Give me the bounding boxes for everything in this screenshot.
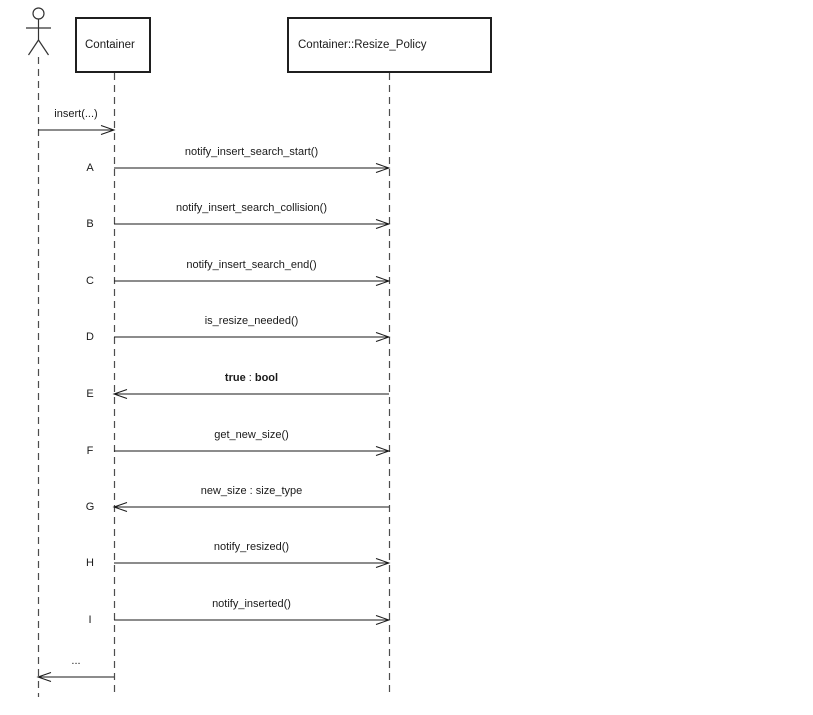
right-arrow <box>114 615 391 625</box>
object-label: Container::Resize_Policy <box>298 39 427 51</box>
message-a: notify_insert_search_start() <box>114 146 391 174</box>
left-arrow <box>112 389 389 399</box>
sequence-letter-d: D <box>86 331 94 343</box>
sequence-letter-g: G <box>85 501 95 513</box>
message-label: notify_resized() <box>213 541 290 553</box>
message-c: notify_insert_search_end() <box>114 259 391 287</box>
type-separator: : <box>245 372 255 384</box>
message-label: ... <box>71 655 81 667</box>
message-e: true : bool <box>112 372 389 400</box>
message-label: insert(...) <box>54 108 98 120</box>
message-label: notify_insert_search_end() <box>186 259 317 271</box>
return-value: true <box>224 372 246 384</box>
message-label: new_size : size_type <box>200 485 303 497</box>
sequence-letter-b: B <box>86 218 94 230</box>
sequence-letter-h: H <box>86 557 94 569</box>
message-label: notify_insert_search_start() <box>184 146 319 158</box>
message-d: is_resize_needed() <box>114 315 391 343</box>
sequence-letter-e: E <box>86 388 94 400</box>
message-insert: insert(...) <box>38 108 116 136</box>
message-label: notify_insert_search_collision() <box>175 202 327 214</box>
message-label: get_new_size() <box>214 429 289 441</box>
right-arrow <box>114 332 391 342</box>
message-label: true : bool <box>114 372 389 385</box>
sequence-letter-f: F <box>86 445 94 457</box>
right-arrow <box>114 219 391 229</box>
right-arrow <box>114 276 391 286</box>
sequence-letter-c: C <box>86 275 94 287</box>
left-arrow <box>36 672 114 682</box>
right-arrow <box>38 125 116 135</box>
message-f: get_new_size() <box>114 429 391 457</box>
return-type: bool <box>254 372 279 384</box>
stick-figure-icon <box>26 7 51 56</box>
right-arrow <box>114 558 391 568</box>
message-label: is_resize_needed() <box>204 315 299 327</box>
right-arrow <box>114 163 391 173</box>
object-box-container: Container <box>75 17 151 73</box>
left-arrow <box>112 502 389 512</box>
object-label: Container <box>85 39 135 51</box>
message-g: new_size : size_type <box>112 485 389 513</box>
message-i: notify_inserted() <box>114 598 391 626</box>
message-return: ... <box>36 655 114 683</box>
right-arrow <box>114 446 391 456</box>
message-label: notify_inserted() <box>212 598 291 610</box>
message-h: notify_resized() <box>114 541 391 569</box>
object-box-resize-policy: Container::Resize_Policy <box>287 17 492 73</box>
sequence-letter-i: I <box>88 614 92 626</box>
sequence-letter-a: A <box>86 162 94 174</box>
message-b: notify_insert_search_collision() <box>114 202 391 230</box>
